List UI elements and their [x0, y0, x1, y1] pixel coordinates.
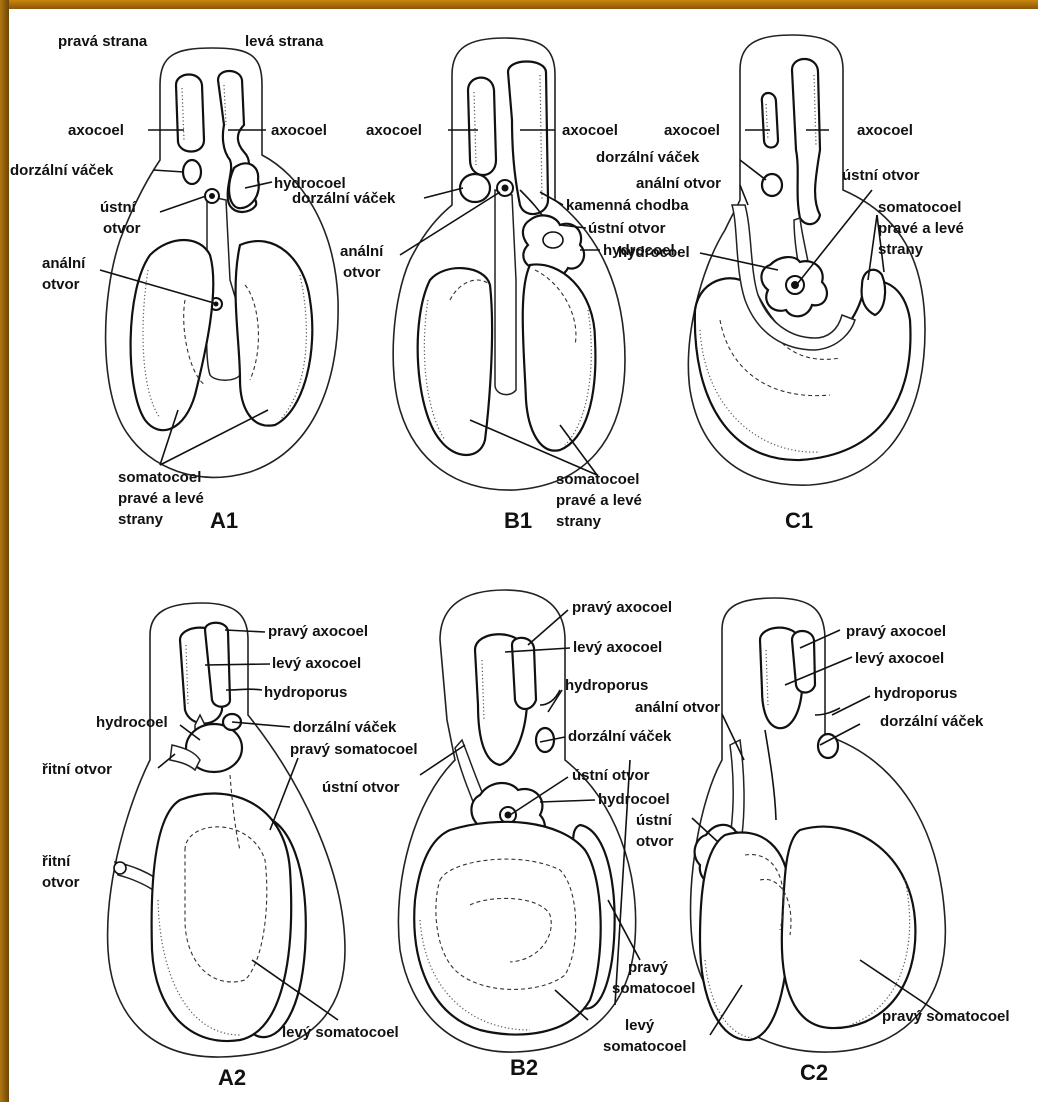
a1-mouth-label-2: otvor [103, 220, 141, 237]
b2-anus-label: anální otvor [635, 699, 720, 716]
a1-somatocoel-label-2: pravé a levé [118, 490, 204, 507]
b2-panel-title: B2 [510, 1055, 538, 1080]
c2-hydroporus-label: hydroporus [874, 685, 957, 702]
b2-left-somatocoel [414, 822, 600, 1035]
b2-right-axocoel [512, 638, 536, 709]
c1-panel-title: C1 [785, 508, 813, 533]
b1-axocoel-right [468, 78, 496, 175]
b1-axocoel-left-label: axocoel [562, 122, 618, 139]
b2-dorsal-sac-label: dorzální váček [568, 728, 672, 745]
c2-mouth-label-1: ústní [636, 812, 673, 829]
a1-axocoel-right [176, 74, 204, 151]
c1-axocoel-left-label: axocoel [857, 122, 913, 139]
c2-dorsal-sac-label: dorzální váček [880, 713, 984, 730]
panel-a1: pravá strana levá strana axocoel axocoel… [10, 33, 346, 533]
a1-dorsal-sac [183, 160, 201, 184]
c1-somatocoel-label-1: somatocoel [878, 199, 961, 216]
b1-axocoel-right-label: axocoel [366, 122, 422, 139]
c1-axocoel-right-label: axocoel [664, 122, 720, 139]
a1-dorsal-sac-label: dorzální váček [10, 162, 114, 179]
b1-anus-label-2: otvor [343, 264, 381, 281]
panel-a2: pravý axocoel levý axocoel hydroporus hy… [42, 603, 418, 1090]
a2-right-somatocoel-label: pravý somatocoel [290, 741, 418, 758]
panel-b1: axocoel axocoel dorzální váček kamenná c… [292, 38, 689, 533]
b2-right-axocoel-label: pravý axocoel [572, 599, 672, 616]
c1-somatocoel-label-3: strany [878, 241, 924, 258]
b2-right-somatocoel-label-2: somatocoel [612, 980, 695, 997]
a2-hydrocoel-label: hydrocoel [96, 714, 168, 731]
c1-dorsal-sac [762, 174, 782, 196]
b1-dorsal-sac [460, 174, 490, 202]
a1-anus-label-2: otvor [42, 276, 80, 293]
b1-somatocoel-label-3: strany [556, 513, 602, 530]
a2-right-axocoel-label: pravý axocoel [268, 623, 368, 640]
a1-mouth-label-1: ústní [100, 199, 137, 216]
b1-stone-canal-label: kamenná chodba [566, 197, 689, 214]
c2-right-axocoel [792, 631, 815, 693]
b1-anus-label-1: anální [340, 243, 384, 260]
a2-rectal-label-2: otvor [42, 874, 80, 891]
c1-anus-label: anální otvor [636, 175, 721, 192]
a2-rectal-opening-label: řitní otvor [42, 761, 112, 778]
a2-left-somatocoel-label: levý somatocoel [282, 1024, 399, 1041]
c2-right-axocoel-label: pravý axocoel [846, 623, 946, 640]
c1-somatocoel-label-2: pravé a levé [878, 220, 964, 237]
panel-c2: pravý axocoel levý axocoel hydroporus do… [636, 598, 1010, 1085]
a2-left-somatocoel [152, 793, 292, 1041]
a1-panel-title: A1 [210, 508, 238, 533]
c2-left-axocoel-label: levý axocoel [855, 650, 944, 667]
c1-axocoel-right [762, 93, 778, 148]
c2-mouth-label-2: otvor [636, 833, 674, 850]
a1-header-left-side: levá strana [245, 33, 324, 50]
b2-hydroporus-label: hydroporus [565, 677, 648, 694]
a2-rectal-label-1: řitní [42, 853, 71, 870]
a2-left-axocoel-label: levý axocoel [272, 655, 361, 672]
b2-left-axocoel-label: levý axocoel [573, 639, 662, 656]
c2-left-somatocoel [700, 833, 790, 1041]
c1-hydrocoel-label: hydrocoel [618, 244, 690, 261]
b2-mouth-left-label: ústní otvor [322, 779, 400, 796]
b1-mouth-label: ústní otvor [588, 220, 666, 237]
a1-somatocoel-label-3: strany [118, 511, 164, 528]
b2-hydrocoel-label: hydrocoel [598, 791, 670, 808]
a2-hydroporus-label: hydroporus [264, 684, 347, 701]
c1-mouth-label: ústní otvor [842, 167, 920, 184]
c2-right-somatocoel-label: pravý somatocoel [882, 1008, 1010, 1025]
a2-dorsal-sac-label: dorzální váček [293, 719, 397, 736]
a1-anus-label-1: anální [42, 255, 86, 272]
a1-axocoel-left-label: axocoel [271, 122, 327, 139]
b2-mouth-right-label: ústní otvor [572, 767, 650, 784]
b1-somatocoel-label-2: pravé a levé [556, 492, 642, 509]
a2-panel-title: A2 [218, 1065, 246, 1090]
b1-gut [495, 190, 516, 395]
b1-dorsal-sac-label: dorzální váček [292, 190, 396, 207]
c1-dorsal-sac-label: dorzální váček [596, 149, 700, 166]
b1-somatocoel-label-1: somatocoel [556, 471, 639, 488]
b2-right-somatocoel-label-1: pravý [628, 959, 669, 976]
a1-somatocoel-label-1: somatocoel [118, 469, 201, 486]
c2-panel-title: C2 [800, 1060, 828, 1085]
b2-left-somatocoel-label-2: somatocoel [603, 1038, 686, 1055]
a1-axocoel-right-label: axocoel [68, 122, 124, 139]
a1-header-right-side: pravá strana [58, 33, 148, 50]
b1-panel-title: B1 [504, 508, 532, 533]
panel-c1: axocoel axocoel dorzální váček anální ot… [596, 35, 964, 533]
b2-left-somatocoel-label-1: levý [625, 1017, 655, 1034]
